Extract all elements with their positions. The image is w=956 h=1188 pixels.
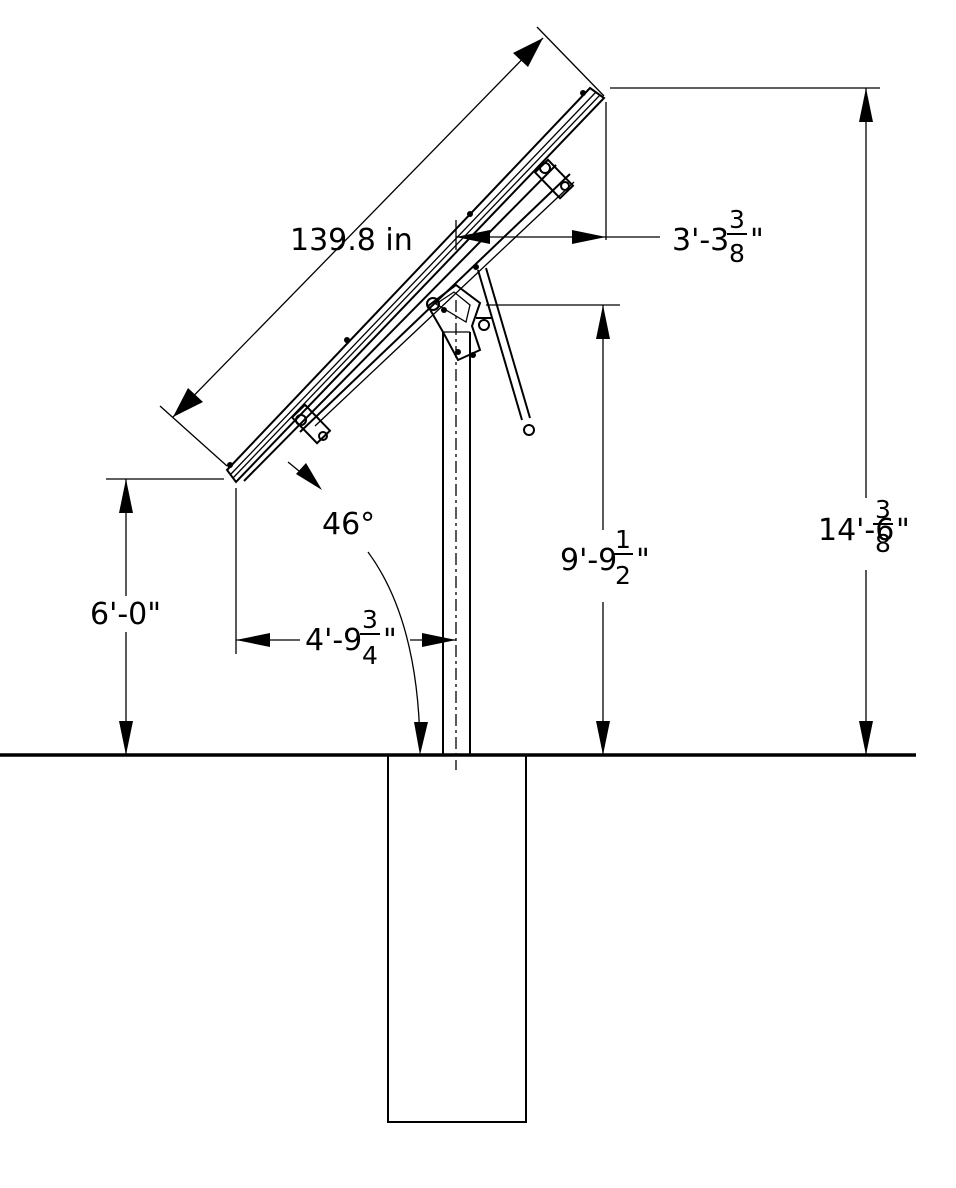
top-offset-unit: " [750, 223, 764, 258]
bottom-clearance-dimension: 6'-0" [86, 478, 224, 755]
total-height-label: 14'-6 [818, 513, 894, 548]
total-height-dimension: 14'-6 3 8 " [610, 87, 922, 755]
top-offset-denominator: 8 [729, 239, 745, 268]
panel-length-label: 139.8 in [290, 223, 413, 258]
solar-panel-assembly [225, 86, 606, 484]
total-height-unit: " [896, 513, 910, 548]
bottom-clearance-label: 6'-0" [90, 597, 161, 632]
total-height-numerator: 3 [875, 495, 891, 524]
total-height-denominator: 8 [875, 529, 891, 558]
top-offset-numerator: 3 [729, 205, 745, 234]
bottom-offset-label: 4'-9 [305, 623, 362, 658]
tilt-angle-label: 46° [322, 507, 375, 542]
pivot-height-denominator: 2 [615, 561, 631, 590]
bottom-offset-dimension: 4'-9 3 4 " [235, 488, 456, 670]
pivot-height-label: 9'-9 [560, 543, 617, 578]
bottom-offset-unit: " [383, 623, 397, 658]
tilt-angle-dimension: 46° [287, 461, 428, 755]
pivot-height-dimension: 9'-9 1 2 " [486, 304, 651, 755]
panel-length-dimension: 139.8 in [159, 26, 605, 467]
pivot-height-unit: " [636, 543, 650, 578]
concrete-foundation [387, 755, 527, 1123]
top-offset-dimension: 3'-3 3 8 " [455, 102, 764, 268]
bottom-offset-numerator: 3 [362, 605, 378, 634]
mounting-post [442, 300, 471, 770]
top-offset-label: 3'-3 [672, 223, 729, 258]
pivot-height-numerator: 1 [615, 525, 631, 554]
bottom-offset-denominator: 4 [362, 641, 378, 670]
